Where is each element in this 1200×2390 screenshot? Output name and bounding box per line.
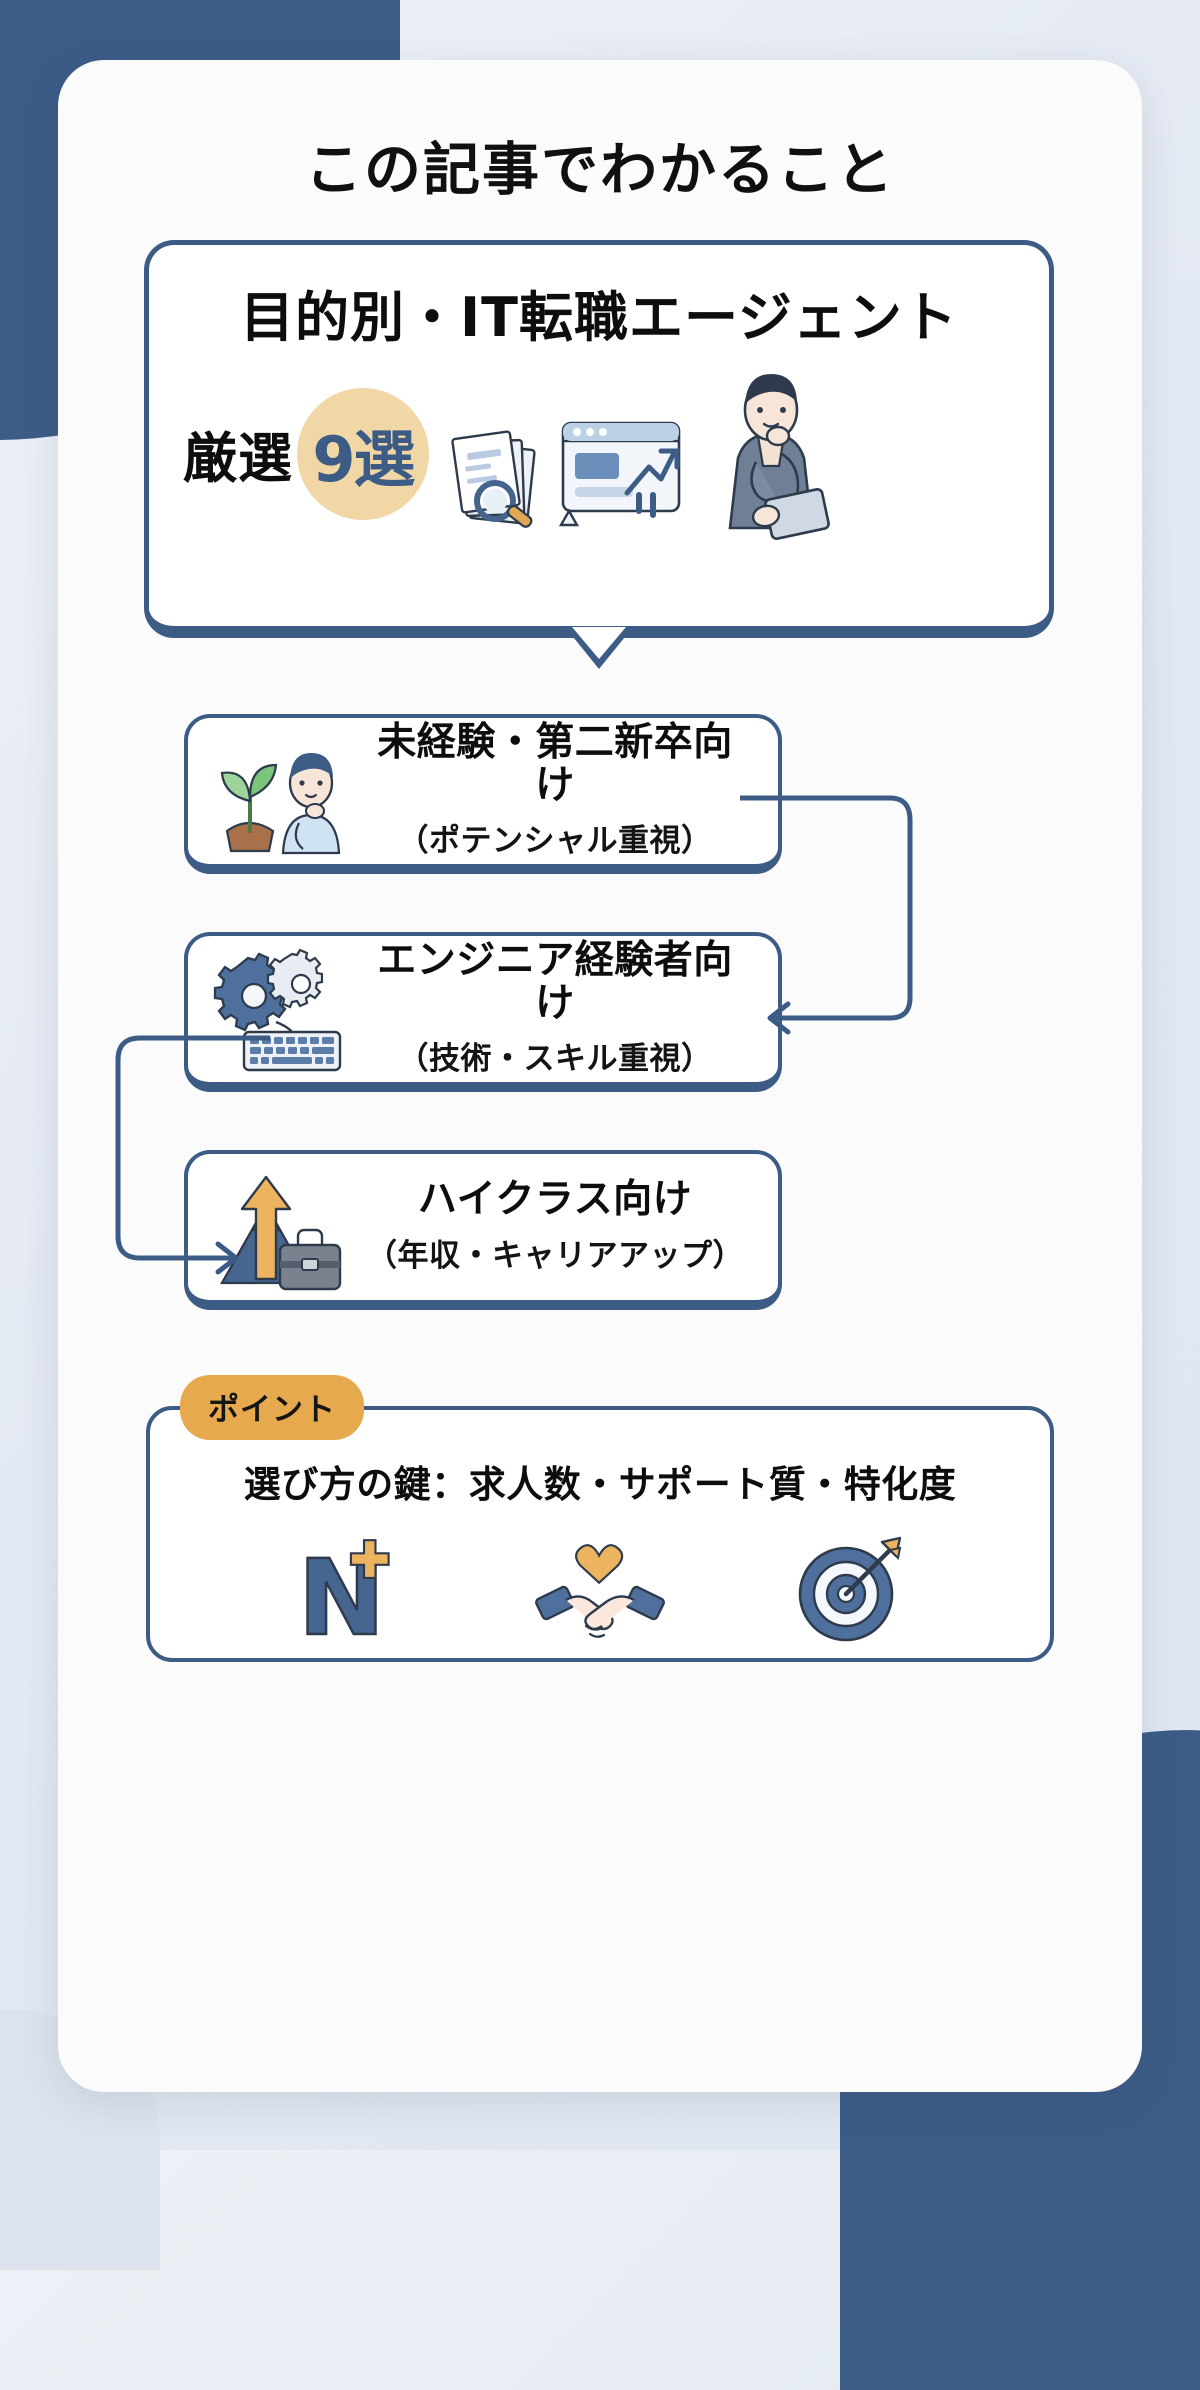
hero-illustrations — [443, 366, 846, 541]
step-title: エンジニア経験者向け — [377, 937, 733, 1026]
hero-subrow: 厳選 9選 — [175, 366, 1023, 541]
n-plus-icon: N — [297, 1536, 390, 1650]
mountain-arrow-briefcase-icon — [208, 1162, 358, 1292]
handshake-heart-icon — [535, 1544, 665, 1638]
page-title: この記事でわかること — [305, 137, 895, 203]
point-text: 選び方の鍵：求人数・サポート質・特化度 — [243, 1463, 957, 1506]
step-title: ハイクラス向け — [417, 1177, 693, 1223]
sprout-thinking-person-icon — [208, 726, 358, 856]
thinking-businessman-icon — [728, 374, 830, 540]
infographic-card: この記事でわかること 目的別・IT転職エージェント 厳選 9選 — [58, 60, 1142, 2092]
connector-arrow-card1-to-card2 — [740, 795, 913, 1035]
step-subtitle: （ポテンシャル重視） — [397, 823, 713, 860]
point-section: ポイント 選び方の鍵：求人数・サポート質・特化度 N — [146, 1375, 1054, 1662]
step-card-group: 未経験・第二新卒向け （ポテンシャル重視） — [115, 714, 1050, 1310]
hero-gensen-label: 厳選 — [183, 427, 293, 490]
point-card: 選び方の鍵：求人数・サポート質・特化度 N — [146, 1406, 1054, 1662]
step-card-entry-level[interactable]: 未経験・第二新卒向け （ポテンシャル重視） — [184, 714, 782, 874]
growth-chart-window-icon — [558, 421, 681, 527]
connector-arrow-card2-to-card3 — [115, 1035, 270, 1275]
document-magnifier-icon — [451, 430, 536, 528]
step-card-experienced-engineer[interactable]: エンジニア経験者向け （技術・スキル重視） — [184, 932, 782, 1092]
svg-text:N: N — [298, 1537, 385, 1650]
target-dart-icon — [798, 1536, 902, 1642]
point-icon-row: N — [172, 1530, 1028, 1650]
step-card-experienced-engineer-text: エンジニア経験者向け （技術・スキル重視） — [358, 937, 758, 1079]
hero-bubble-tail — [565, 627, 633, 669]
gears-keyboard-icon — [208, 944, 358, 1074]
hero-speech-bubble: 目的別・IT転職エージェント 厳選 9選 — [144, 240, 1054, 669]
step-card-high-class-text: ハイクラス向け （年収・キャリアアップ） — [358, 1177, 758, 1275]
step-card-entry-level-text: 未経験・第二新卒向け （ポテンシャル重視） — [358, 719, 758, 861]
point-badge: ポイント — [180, 1375, 364, 1440]
step-title: 未経験・第二新卒向け — [377, 719, 733, 808]
step-subtitle: （技術・スキル重視） — [397, 1041, 713, 1078]
hero-headline: 目的別・IT転職エージェント — [240, 286, 958, 349]
hero-count-badge: 9選 — [297, 387, 429, 520]
step-card-high-class[interactable]: ハイクラス向け （年収・キャリアアップ） — [184, 1150, 782, 1310]
step-subtitle: （年収・キャリアアップ） — [366, 1237, 744, 1274]
hero-count-value: 9選 — [312, 422, 415, 496]
